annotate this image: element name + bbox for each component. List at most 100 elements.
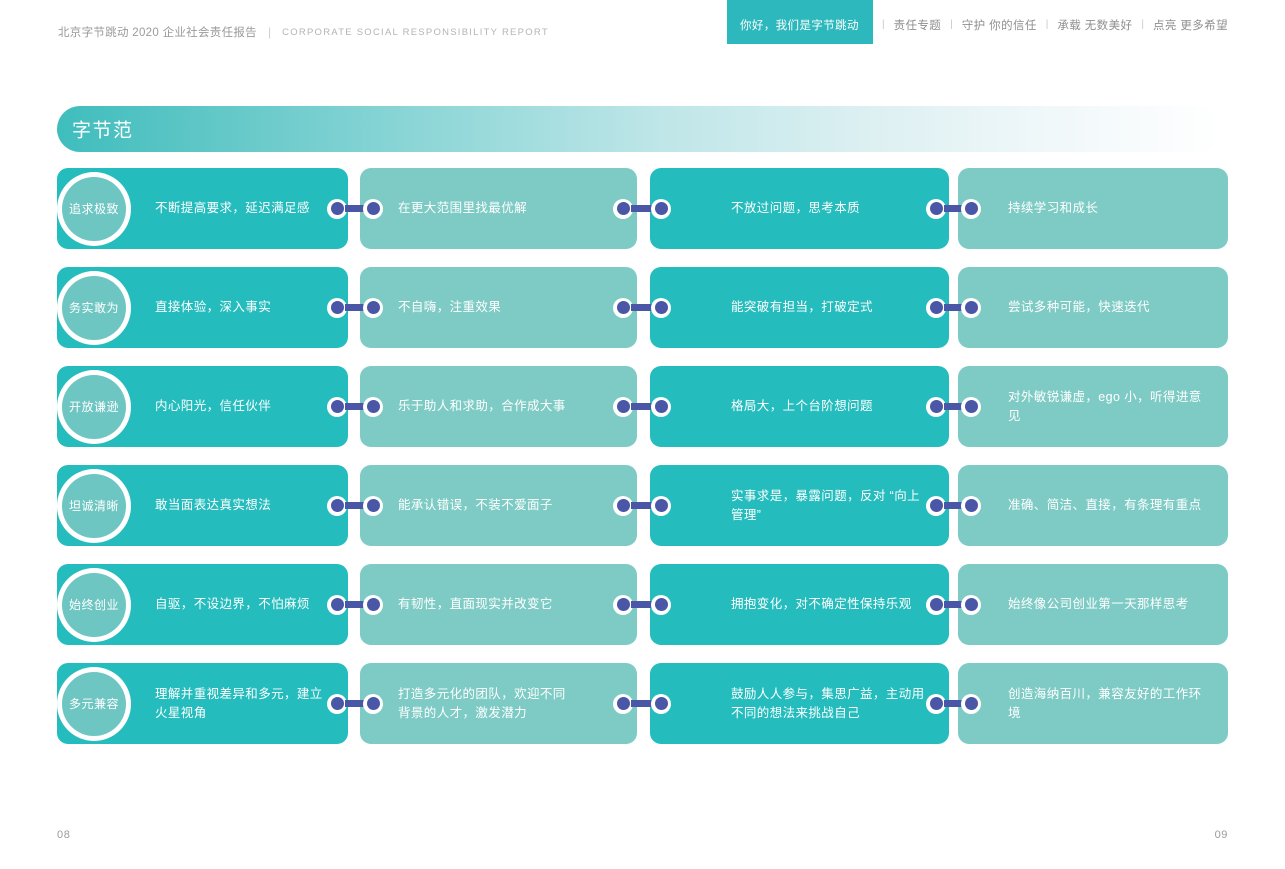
connector-dumbbell-icon xyxy=(926,198,981,220)
connector-dumbbell-icon xyxy=(613,198,671,220)
value-badge[interactable]: 坦诚清晰 xyxy=(57,468,131,543)
value-card[interactable]: 准确、简洁、直接，有条理有重点 xyxy=(958,465,1228,546)
connector-bar xyxy=(345,403,365,410)
nav-item-carry-countless-beauty[interactable]: 承载 无数美好 xyxy=(1057,20,1133,32)
value-card[interactable]: 不自嗨，注重效果 xyxy=(360,267,637,348)
nav-item-responsibility-topics[interactable]: 责任专题 xyxy=(893,20,942,32)
connector-dumbbell-icon xyxy=(327,396,383,418)
connector-bar xyxy=(944,403,963,410)
value-card[interactable]: 持续学习和成长 xyxy=(958,168,1228,249)
value-card[interactable]: 在更大范围里找最优解 xyxy=(360,168,637,249)
connector-dumbbell-icon xyxy=(926,396,981,418)
connector-bar xyxy=(944,601,963,608)
value-card[interactable]: 不放过问题，思考本质 xyxy=(650,168,949,249)
connector-knob-left xyxy=(613,198,633,219)
connector-dumbbell-icon xyxy=(327,594,383,616)
connector-knob-right xyxy=(651,198,671,219)
value-card[interactable]: 乐于助人和求助，合作成大事 xyxy=(360,366,637,447)
value-badge-label: 多元兼容 xyxy=(68,697,119,711)
value-badge-circle: 务实敢为 xyxy=(62,275,126,340)
connector-knob-left xyxy=(926,396,946,417)
connector-knob-right xyxy=(363,396,383,417)
value-card[interactable]: 创造海纳百川，兼容友好的工作环境 xyxy=(958,663,1228,744)
connector-knob-left xyxy=(613,297,633,318)
connector-knob-right xyxy=(651,594,671,615)
value-badge[interactable]: 务实敢为 xyxy=(57,270,131,345)
value-card[interactable]: 有韧性，直面现实并改变它 xyxy=(360,564,637,645)
connector-knob-left xyxy=(613,594,633,615)
connector-knob-left xyxy=(926,594,946,615)
connector-knob-right xyxy=(961,495,981,516)
value-card[interactable]: 打造多元化的团队，欢迎不同 背景的人才，激发潜力 xyxy=(360,663,637,744)
value-card[interactable]: 拥抱变化，对不确定性保持乐观 xyxy=(650,564,949,645)
connector-knob-right xyxy=(961,594,981,615)
connector-bar xyxy=(631,205,653,212)
connector-dumbbell-icon xyxy=(327,693,383,715)
connector-bar xyxy=(345,601,365,608)
connector-knob-right xyxy=(651,495,671,516)
value-card-text: 准确、简洁、直接，有条理有重点 xyxy=(1008,498,1202,513)
page-number-right: 09 xyxy=(1214,829,1228,841)
connector-bar xyxy=(631,700,653,707)
value-badge[interactable]: 追求极致 xyxy=(57,171,131,246)
value-card-text: 鼓励人人参与，集思广益，主动用 不同的想法来挑战自己 xyxy=(731,687,925,720)
connector-dumbbell-icon xyxy=(926,495,981,517)
connector-bar xyxy=(345,304,365,311)
values-row: 理解并重视差异和多元，建立 火星视角 打造多元化的团队，欢迎不同 背景的人才，激… xyxy=(0,663,1285,744)
value-card[interactable]: 实事求是，暴露问题，反对 “向上 管理” xyxy=(650,465,949,546)
connector-dumbbell-icon xyxy=(926,693,981,715)
connector-knob-right xyxy=(363,693,383,714)
connector-knob-right xyxy=(363,297,383,318)
page-number-left: 08 xyxy=(57,829,71,841)
connector-knob-left xyxy=(327,693,347,714)
value-badge[interactable]: 开放谦逊 xyxy=(57,369,131,444)
value-card-text: 能承认错误，不装不爱面子 xyxy=(398,498,553,513)
header-navigation[interactable]: 你好，我们是字节跳动 | 责任专题 | 守护 你的信任 | 承载 无数美好 | … xyxy=(726,0,1228,50)
connector-dumbbell-icon xyxy=(613,594,671,616)
value-card[interactable]: 能突破有担当，打破定式 xyxy=(650,267,949,348)
connector-knob-left xyxy=(327,198,347,219)
value-badge[interactable]: 始终创业 xyxy=(57,567,131,642)
connector-knob-right xyxy=(651,693,671,714)
values-row: 内心阳光，信任伙伴 乐于助人和求助，合作成大事 格局大，上个台阶想问题 对外敏锐… xyxy=(0,366,1285,447)
value-badge-circle: 始终创业 xyxy=(62,572,126,637)
connector-knob-right xyxy=(363,594,383,615)
value-badge-label: 始终创业 xyxy=(68,598,119,612)
value-card-text: 不断提高要求，延迟满足感 xyxy=(155,201,310,216)
connector-dumbbell-icon xyxy=(613,396,671,418)
value-card-text: 乐于助人和求助，合作成大事 xyxy=(398,399,566,414)
value-card[interactable]: 鼓励人人参与，集思广益，主动用 不同的想法来挑战自己 xyxy=(650,663,949,744)
value-card[interactable]: 始终像公司创业第一天那样思考 xyxy=(958,564,1228,645)
value-card-text: 敢当面表达真实想法 xyxy=(155,498,272,513)
header-branding: 北京字节跳动 2020 企业社会责任报告 | CORPORATE SOCIAL … xyxy=(58,24,549,40)
value-card-text: 对外敏锐谦虚，ego 小，听得进意见 xyxy=(1008,390,1202,423)
value-card[interactable]: 对外敏锐谦虚，ego 小，听得进意见 xyxy=(958,366,1228,447)
connector-bar xyxy=(345,502,365,509)
value-card-text: 打造多元化的团队，欢迎不同 背景的人才，激发潜力 xyxy=(398,687,566,720)
connector-dumbbell-icon xyxy=(926,297,981,319)
connector-knob-left xyxy=(613,495,633,516)
connector-knob-right xyxy=(363,495,383,516)
nav-separator-1: | xyxy=(881,19,885,30)
value-card-text: 创造海纳百川，兼容友好的工作环境 xyxy=(1008,687,1202,720)
connector-dumbbell-icon xyxy=(327,297,383,319)
value-card-text: 实事求是，暴露问题，反对 “向上 管理” xyxy=(731,489,921,522)
value-card-text: 自驱，不设边界，不怕麻烦 xyxy=(155,597,310,612)
nav-item-light-more-hope[interactable]: 点亮 更多希望 xyxy=(1153,20,1228,32)
connector-bar xyxy=(345,205,365,212)
connector-knob-right xyxy=(961,198,981,219)
value-card[interactable]: 能承认错误，不装不爱面子 xyxy=(360,465,637,546)
value-card[interactable]: 尝试多种可能，快速迭代 xyxy=(958,267,1228,348)
connector-dumbbell-icon xyxy=(327,495,383,517)
nav-tab-active[interactable]: 你好，我们是字节跳动 xyxy=(726,0,873,44)
connector-knob-right xyxy=(651,297,671,318)
connector-bar xyxy=(944,304,963,311)
connector-bar xyxy=(631,403,653,410)
connector-knob-left xyxy=(926,297,946,318)
values-row: 敢当面表达真实想法 能承认错误，不装不爱面子 实事求是，暴露问题，反对 “向上 … xyxy=(0,465,1285,546)
value-badge-label: 追求极致 xyxy=(68,202,119,216)
value-card[interactable]: 格局大，上个台阶想问题 xyxy=(650,366,949,447)
value-badge[interactable]: 多元兼容 xyxy=(57,666,131,741)
connector-dumbbell-icon xyxy=(613,693,671,715)
nav-item-protect-your-trust[interactable]: 守护 你的信任 xyxy=(961,20,1037,32)
